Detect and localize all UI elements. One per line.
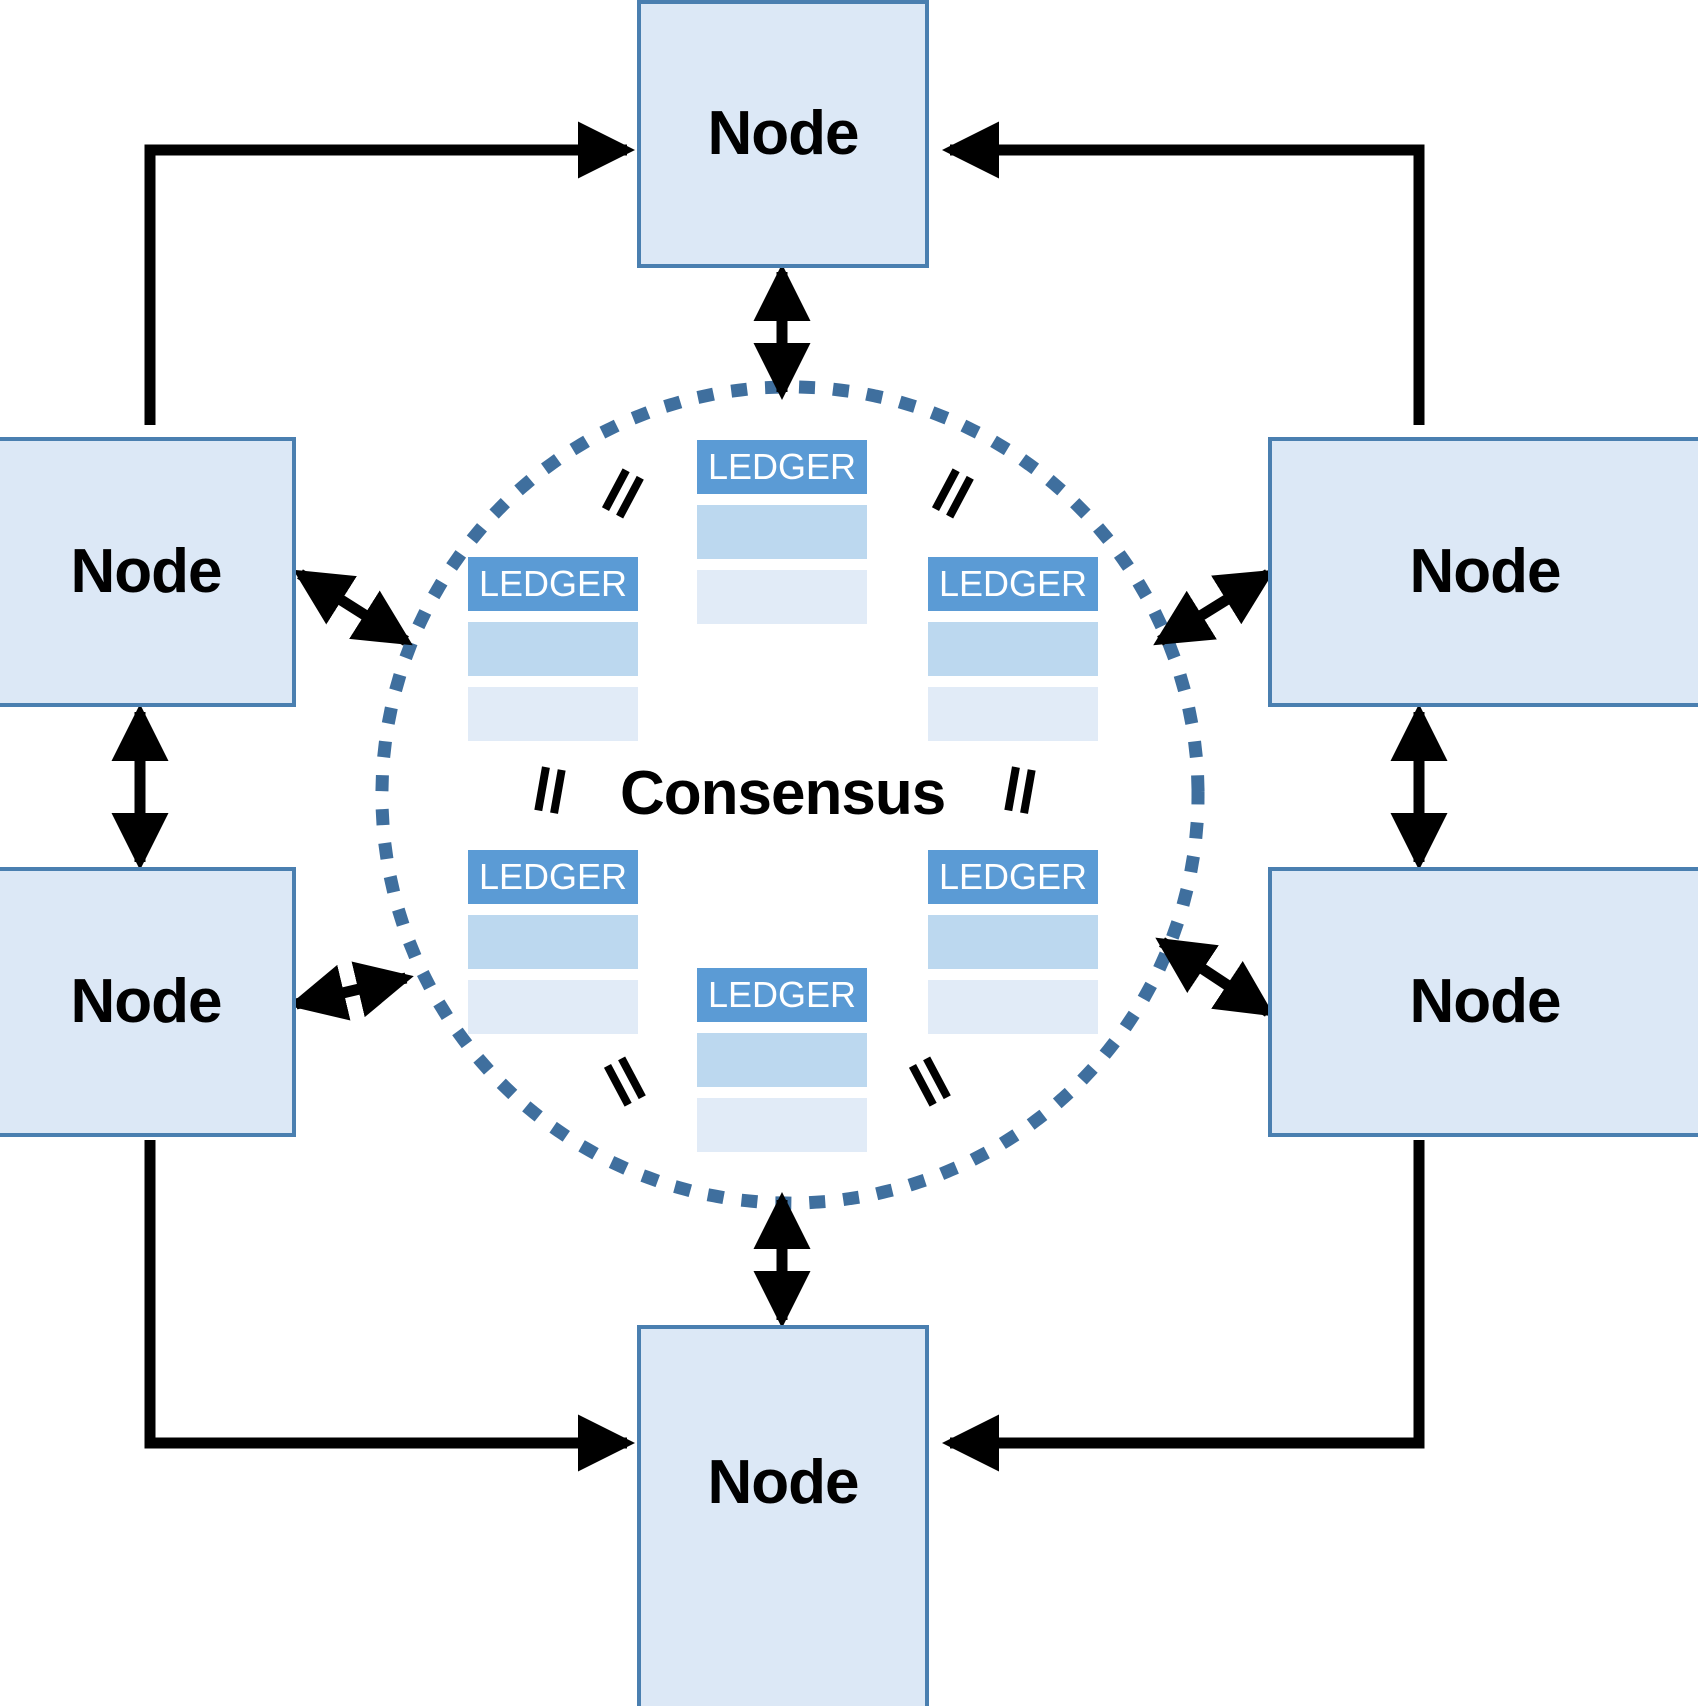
ledger-top[interactable]: LEDGER — [697, 440, 867, 624]
ledger-row-dark — [697, 1033, 867, 1087]
ledger-right-lower[interactable]: LEDGER — [928, 850, 1098, 1034]
node-label: Node — [707, 1447, 860, 1517]
ledger-header: LEDGER — [928, 850, 1098, 904]
arrow-left-upper-to-top — [144, 121, 636, 425]
ledger-header: LEDGER — [468, 557, 638, 611]
node-label: Node — [1409, 967, 1562, 1036]
ledger-row-light — [697, 1098, 867, 1152]
ledger-row-light — [697, 570, 867, 624]
ledger-row-dark — [928, 622, 1098, 676]
ledger-row-light — [468, 687, 638, 741]
arrow-left-lower-node-to-circle — [288, 961, 414, 1021]
node-right-upper[interactable]: Node — [1268, 437, 1698, 707]
arrow-right-upper-to-top — [941, 121, 1425, 425]
ledger-header: LEDGER — [697, 968, 867, 1022]
ledger-header: LEDGER — [697, 440, 867, 494]
arrow-right-upper-node-to-circle — [1153, 569, 1275, 646]
ledger-left-upper[interactable]: LEDGER — [468, 557, 638, 741]
consensus-label: Consensus — [620, 759, 946, 828]
ledger-row-dark — [468, 915, 638, 969]
ledger-right-upper[interactable]: LEDGER — [928, 557, 1098, 741]
arrow-right-lower-node-to-circle — [1155, 937, 1275, 1017]
ledger-row-dark — [928, 915, 1098, 969]
arrow-left-lower-to-bottom — [144, 1140, 636, 1472]
node-top[interactable]: Node — [637, 0, 929, 268]
equals-mark-top-left — [592, 463, 652, 523]
ledger-row-light — [928, 687, 1098, 741]
arrow-right-lower-to-bottom — [941, 1140, 1425, 1472]
ledger-row-light — [928, 980, 1098, 1034]
ledger-row-dark — [697, 505, 867, 559]
node-label: Node — [70, 537, 223, 606]
ledger-left-lower[interactable]: LEDGER — [468, 850, 638, 1034]
equals-mark-bottom-left — [594, 1052, 654, 1112]
node-left-lower[interactable]: Node — [0, 867, 296, 1137]
node-label: Node — [1409, 537, 1562, 606]
ledger-header: LEDGER — [468, 850, 638, 904]
ledger-header: LEDGER — [928, 557, 1098, 611]
node-label: Node — [707, 99, 860, 168]
equals-mark-bottom-right — [899, 1052, 959, 1112]
node-label: Node — [70, 967, 223, 1036]
equals-mark-top-right — [922, 463, 982, 523]
equals-mark-middle-right — [994, 765, 1045, 816]
ledger-row-light — [468, 980, 638, 1034]
node-bottom[interactable]: Node — [637, 1325, 929, 1706]
ledger-bottom[interactable]: LEDGER — [697, 968, 867, 1152]
equals-mark-middle-left — [524, 765, 575, 816]
node-right-lower[interactable]: Node — [1268, 867, 1698, 1137]
node-left-upper[interactable]: Node — [0, 437, 296, 707]
ledger-row-dark — [468, 622, 638, 676]
arrow-left-upper-node-to-circle — [293, 569, 413, 646]
